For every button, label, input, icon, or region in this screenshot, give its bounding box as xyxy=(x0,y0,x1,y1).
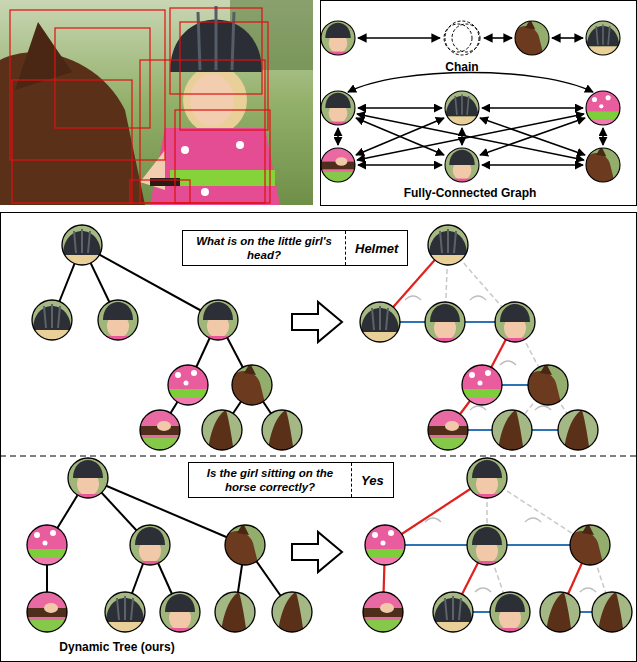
question-text: Is the girl sitting on the horse correct… xyxy=(189,463,351,497)
caption-label: Chain xyxy=(445,60,478,74)
answer-text: Helmet xyxy=(345,231,407,265)
tree-links xyxy=(52,245,282,430)
divider xyxy=(0,456,637,457)
question-text: What is on the little girl's head? xyxy=(183,231,345,265)
caption-label: Fully-Connected Graph xyxy=(404,186,537,200)
answer-text: Yes xyxy=(351,463,393,497)
chain-nodes xyxy=(319,19,621,58)
caption-label: Dynamic Tree (ours) xyxy=(59,640,174,654)
full-graph-nodes xyxy=(319,89,621,185)
question-answer-box: What is on the little girl's head?Helmet xyxy=(182,230,408,266)
dynamic-tree-links xyxy=(380,245,578,430)
question-answer-box: Is the girl sitting on the horse correct… xyxy=(188,462,394,498)
photo xyxy=(0,0,313,205)
panel-border xyxy=(1,213,637,662)
dynamic-tree-nodes xyxy=(361,456,634,636)
panel-border xyxy=(321,1,637,206)
dynamic-tree-links xyxy=(383,478,612,612)
